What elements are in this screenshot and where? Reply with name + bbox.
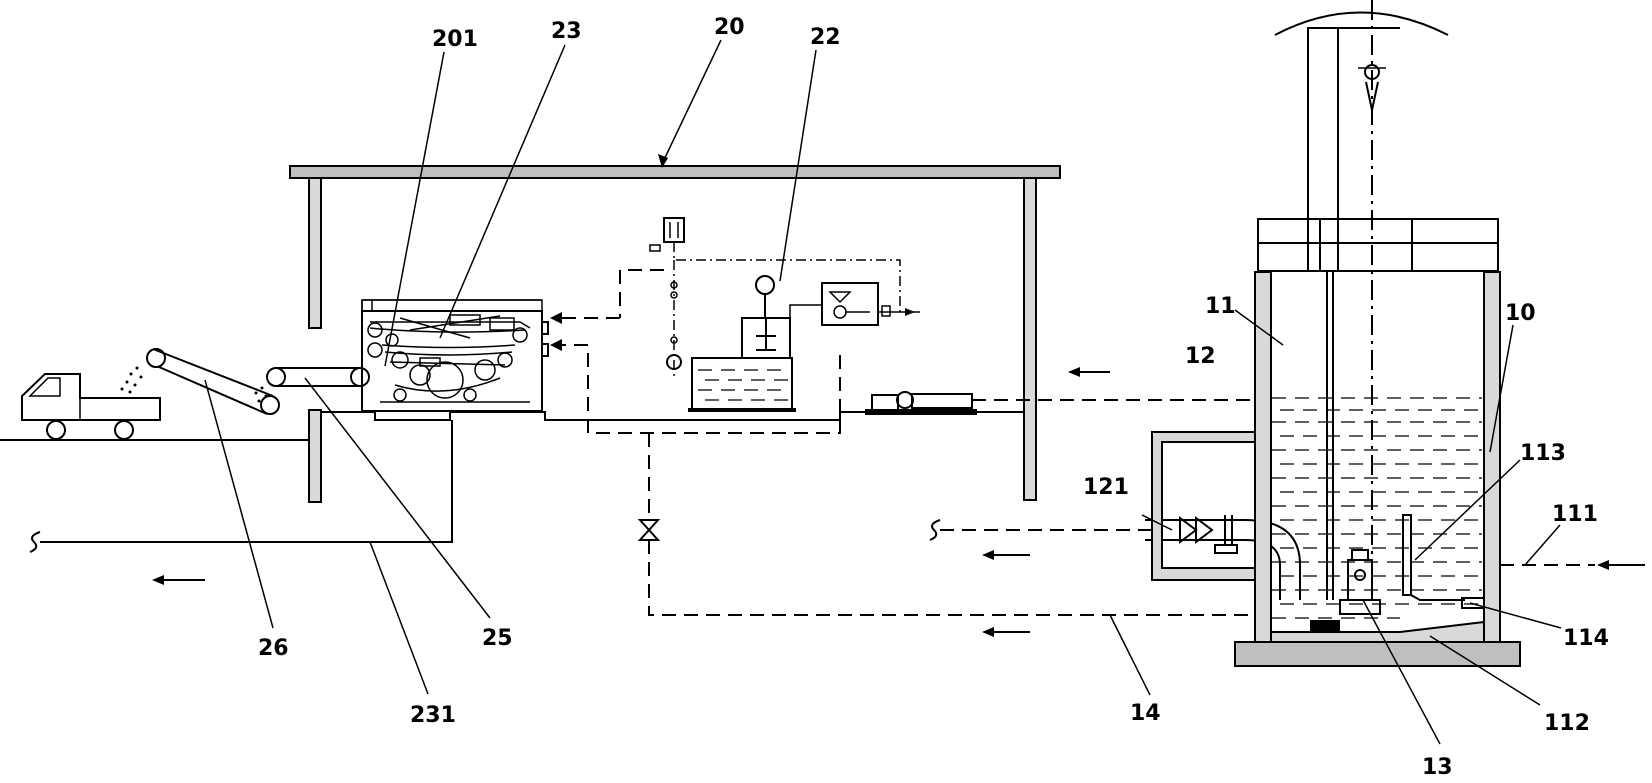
sludge-pump: [865, 391, 1255, 415]
well-water: [1272, 397, 1482, 619]
building-left-wall-lower: [308, 409, 322, 503]
label-11: 11: [1205, 294, 1236, 319]
label-114: 114: [1563, 626, 1609, 651]
pump-station-well: [1234, 0, 1521, 667]
building-left-wall-upper: [308, 177, 322, 329]
water-inlet-arrow-icon: [905, 308, 915, 316]
submersible-pump-icon: [1310, 549, 1381, 632]
control-box-icon: [663, 217, 685, 243]
check-valve-icon: [1179, 515, 1238, 554]
label-201: 201: [432, 27, 478, 52]
building-roof: [289, 165, 1061, 179]
inline-valve-icon: [670, 281, 678, 344]
inclined-conveyor: [120, 348, 280, 415]
label-111: 111: [1552, 502, 1598, 527]
truck-icon: [21, 373, 161, 440]
label-231: 231: [410, 703, 456, 728]
label-20: 20: [714, 15, 745, 40]
label-14: 14: [1130, 701, 1161, 726]
inlet-weir: [1461, 597, 1485, 609]
label-112: 112: [1544, 711, 1590, 736]
label-10: 10: [1505, 301, 1536, 326]
well-left-wall: [1254, 271, 1272, 643]
valve-chamber: [1151, 431, 1263, 581]
powder-feeder: [821, 282, 879, 326]
filtrate-drain-pipe: [29, 420, 453, 553]
well-right-wall: [1483, 271, 1501, 643]
mixer-motor-icon: [755, 275, 775, 295]
ground-line: [0, 411, 1030, 441]
belt-filter-press: [361, 299, 549, 412]
well-sloped-floor: [1270, 620, 1485, 643]
pipe-break-icon-2: [929, 519, 941, 541]
building-shed: [289, 165, 1061, 503]
flow-arrows: [152, 367, 1645, 637]
pipe-break-icon: [29, 531, 41, 553]
label-22: 22: [810, 25, 841, 50]
hoist-column: [1307, 27, 1339, 272]
press-belts: [369, 314, 531, 403]
polymer-tank: [691, 357, 793, 411]
sludge-feed-lines: [550, 312, 1255, 616]
baffle-wall: [1402, 514, 1412, 596]
label-26: 26: [258, 636, 289, 661]
label-113: 113: [1520, 441, 1566, 466]
chemical-dosing-system: [619, 217, 920, 412]
press-rollers: [367, 322, 528, 402]
falling-sludge-icon: [120, 366, 268, 403]
well-base-slab: [1234, 641, 1521, 667]
well-cover-housing: [1257, 218, 1499, 272]
label-25: 25: [482, 626, 513, 651]
reference-labels: 201 23 20 22 11 10 12 121 113 111 114 11…: [258, 15, 1609, 780]
leader-lines: [204, 39, 1562, 745]
gate-valve-icon: [637, 519, 661, 541]
horizontal-conveyor: [266, 367, 370, 387]
flowmeter-icon: [666, 354, 682, 370]
label-23: 23: [551, 19, 582, 44]
building-right-wall: [1023, 177, 1037, 501]
feed-arrow-icon-2: [550, 339, 562, 351]
label-13: 13: [1422, 755, 1453, 780]
discharge-pipe: [929, 515, 1301, 600]
label-12: 12: [1185, 344, 1216, 369]
feed-arrow-icon: [550, 312, 562, 324]
label-121: 121: [1083, 475, 1129, 500]
